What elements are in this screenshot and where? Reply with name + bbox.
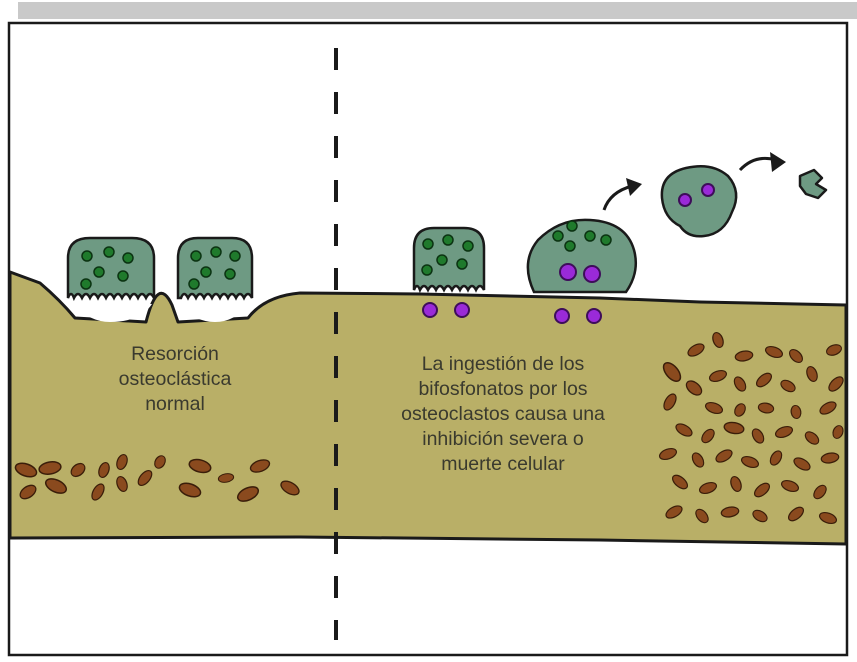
osteoclast-right-1: [412, 226, 486, 294]
top-bar: [18, 2, 857, 19]
label-line: inhibición severa o: [422, 428, 584, 450]
label-line: bifosfonatos por los: [418, 378, 588, 400]
bisphosphonate-granule: [422, 302, 438, 318]
osteoclast-detached: [660, 165, 738, 238]
label-normal-resorption: Resorción osteoclástica normal: [75, 342, 275, 417]
arrow-icon: [738, 152, 786, 172]
resorption-pit-1: [72, 304, 152, 322]
resorption-pit-2: [176, 304, 248, 322]
label-line: osteoclastos causa una: [401, 403, 605, 425]
osteoclast-left-1: [66, 236, 156, 302]
osteoclast-right-2: [526, 218, 637, 294]
bisphosphonate-granule: [586, 308, 602, 324]
label-line: muerte celular: [441, 453, 565, 475]
bisphosphonate-granule: [554, 308, 570, 324]
cell-fragment-icon: [798, 168, 828, 200]
label-bisphosphonate-effect: La ingestión de los bifosfonatos por los…: [368, 352, 638, 477]
bone-matrix: [8, 270, 848, 546]
bisphosphonate-granule: [454, 302, 470, 318]
label-line: Resorción: [131, 343, 219, 365]
arrow-icon: [602, 178, 642, 211]
label-line: La ingestión de los: [421, 353, 585, 375]
label-line: osteoclástica: [118, 368, 232, 390]
osteoclast-left-2: [176, 236, 254, 301]
label-line: normal: [145, 393, 205, 415]
